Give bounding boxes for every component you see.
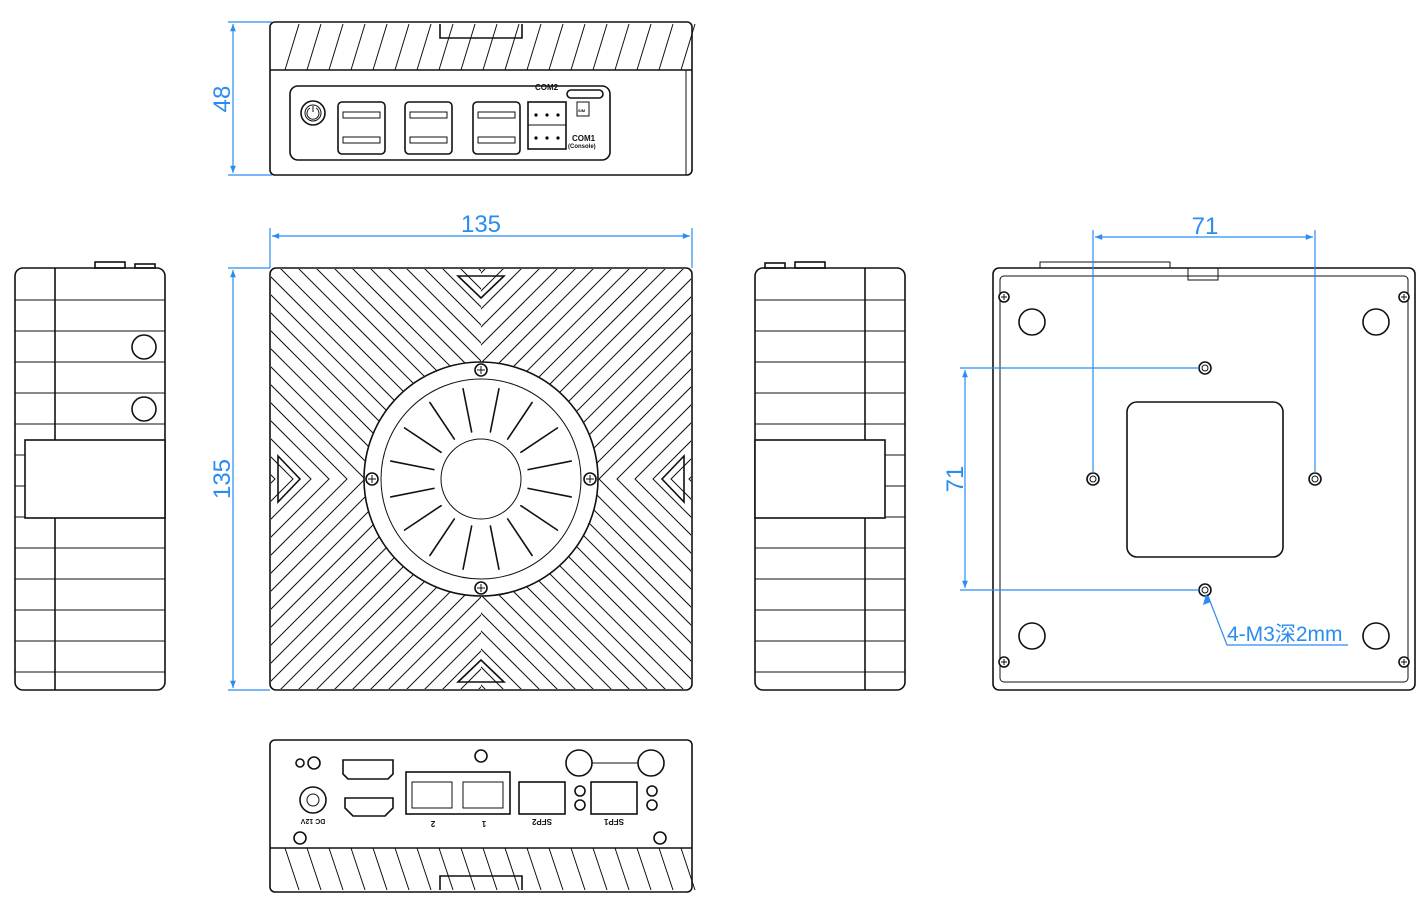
heatsink-grooves xyxy=(481,269,691,479)
fan-slot xyxy=(403,427,442,454)
sim-label: SIM xyxy=(578,108,586,113)
fan-slot xyxy=(462,525,473,571)
lan1-label: 1 xyxy=(481,819,486,828)
sim-slot xyxy=(566,89,604,99)
fan-slot xyxy=(527,487,573,498)
fan-slot xyxy=(489,525,500,571)
com1-sub-label: (Console) xyxy=(568,144,596,150)
fan-slot xyxy=(389,460,435,471)
hdmi-port xyxy=(344,797,394,817)
fan-slot xyxy=(506,401,533,440)
com-terminal-blocks xyxy=(527,101,567,150)
sfp1-port xyxy=(590,781,638,815)
displayport xyxy=(342,759,394,780)
fan-slot xyxy=(462,387,473,433)
mounting-holes xyxy=(1086,361,1322,597)
rear-view: DC 12V SFP2 SFP1 2 1 xyxy=(269,739,696,893)
triangle-mark-left xyxy=(277,454,302,504)
right-side-view xyxy=(754,261,906,691)
power-button xyxy=(300,100,326,126)
com1-label: COM1 xyxy=(572,134,596,143)
triangle-mark-right xyxy=(660,454,685,504)
fan-slot xyxy=(429,518,456,557)
dim-front-height: 48 xyxy=(209,86,236,113)
dc-12v-label: DC 12V xyxy=(300,817,325,824)
heatsink-grooves xyxy=(271,269,481,479)
sim-icon xyxy=(576,101,590,117)
bottom-view xyxy=(992,261,1416,691)
antenna-hole xyxy=(637,749,665,777)
lan-ports xyxy=(405,771,511,815)
heatsink-grooves xyxy=(271,479,481,689)
dc-jack xyxy=(299,786,327,814)
top-view xyxy=(269,267,693,691)
front-view: COM2 COM1 (Console) SIM xyxy=(269,21,696,176)
dim-hole-spacing-y: 71 xyxy=(942,466,969,493)
triangle-mark-top xyxy=(456,275,506,300)
thermal-pad xyxy=(1126,401,1284,558)
dim-top-depth: 135 xyxy=(209,459,236,499)
fan-slot xyxy=(403,504,442,531)
triangle-mark-bottom xyxy=(456,658,506,683)
heatsink-grooves xyxy=(481,479,691,689)
lan2-label: 2 xyxy=(430,819,435,828)
fan-slot xyxy=(389,487,435,498)
com2-label: COM2 xyxy=(535,83,559,92)
fan-slot xyxy=(506,518,533,557)
dim-hole-spacing-x: 71 xyxy=(1192,213,1219,240)
antenna-hole xyxy=(565,749,593,777)
fan-grille xyxy=(363,361,599,597)
sfp1-label: SFP1 xyxy=(603,817,624,826)
fan-slot xyxy=(520,504,559,531)
sfp2-label: SFP2 xyxy=(531,817,552,826)
fan-slot xyxy=(489,387,500,433)
sfp2-port xyxy=(518,781,566,815)
fan-slot xyxy=(527,460,573,471)
left-side-view xyxy=(14,261,166,691)
dim-top-width: 135 xyxy=(461,211,501,238)
fan-slot xyxy=(429,401,456,440)
usb-ports xyxy=(337,101,521,155)
fan-slot xyxy=(520,427,559,454)
dimension-lines: 48 135 135 71 71 4-M3深2mm xyxy=(209,21,1348,691)
hole-callout: 4-M3深2mm xyxy=(1227,623,1343,646)
